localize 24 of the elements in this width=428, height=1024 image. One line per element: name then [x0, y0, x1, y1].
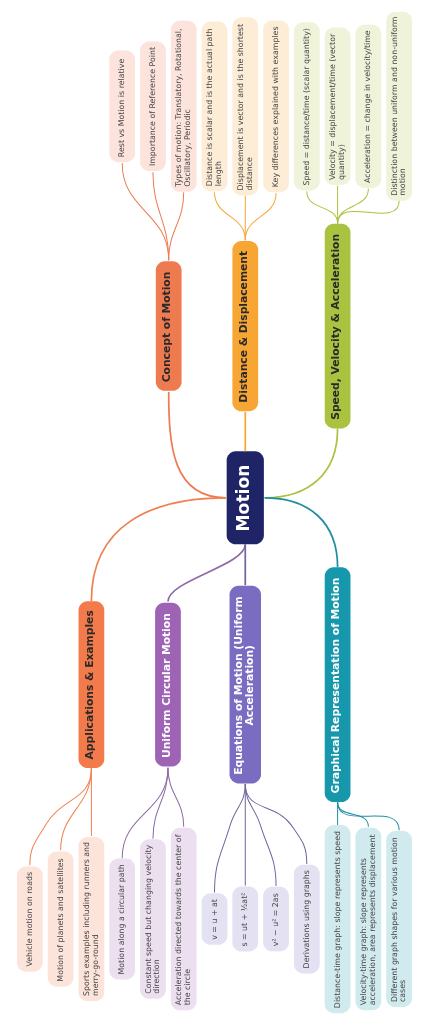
node-box: Uniform Circular Motion [154, 602, 181, 767]
connector [336, 199, 400, 224]
connector [59, 767, 92, 851]
connector [243, 410, 246, 452]
connector [244, 783, 307, 864]
node-box: Equations of Motion (Uniform Acceleration) [229, 585, 261, 783]
node-box: Motion [226, 450, 264, 544]
node-box: Graphical Representation of Motion [324, 566, 350, 802]
connector [336, 801, 400, 831]
connector [28, 767, 92, 866]
node-box: Applications & Examples [78, 600, 104, 768]
connector [166, 543, 246, 602]
connector [167, 191, 184, 261]
connector [90, 767, 92, 836]
connector [243, 543, 246, 586]
connector [213, 783, 246, 893]
connector [90, 496, 227, 602]
node-box: Speed, Velocity & Acceleration [324, 223, 350, 428]
connector [213, 191, 246, 241]
node-box: Distance & Displacement [231, 240, 258, 411]
connector [244, 191, 277, 241]
node-box: Concept of Motion [155, 260, 182, 391]
connector [167, 766, 184, 827]
connector [263, 496, 338, 568]
